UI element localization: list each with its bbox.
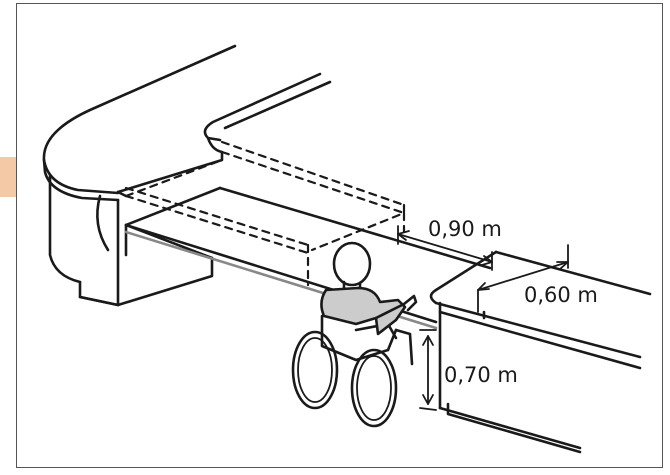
right-counter [429, 250, 652, 454]
wheelchair-user [291, 241, 418, 428]
label-counter-depth: 0,60 m [524, 283, 598, 307]
label-counter-height: 0,70 m [444, 363, 518, 387]
person-head [332, 241, 372, 287]
figure-frame [16, 3, 663, 468]
side-tab [0, 157, 16, 197]
wheel-rear [291, 330, 339, 410]
label-gap-width: 0,90 m [428, 217, 502, 241]
wheel-front [350, 348, 398, 428]
left-counter [42, 44, 332, 307]
dashed-counter-outline [124, 140, 406, 287]
dimension-lines [397, 225, 569, 411]
person-torso [320, 286, 407, 336]
